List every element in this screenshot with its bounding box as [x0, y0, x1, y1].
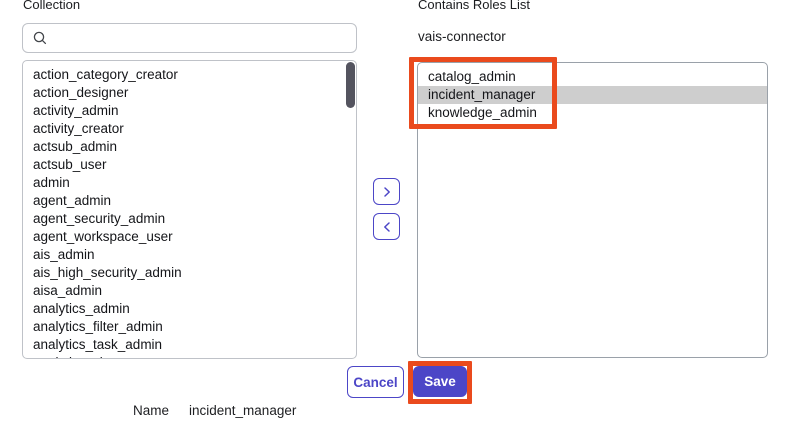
move-right-button[interactable] [373, 178, 400, 205]
list-item[interactable]: ais_high_security_admin [33, 265, 182, 280]
cancel-button[interactable]: Cancel [347, 366, 404, 398]
list-item[interactable]: analytics_admin [33, 301, 130, 316]
list-item[interactable]: incident_manager [418, 86, 767, 104]
collection-label: Collection [23, 0, 81, 12]
list-item[interactable]: activity_creator [33, 121, 124, 136]
list-item[interactable]: analytics_task_admin [33, 337, 163, 352]
chevron-right-icon [383, 186, 390, 197]
collection-search[interactable] [22, 23, 357, 53]
list-item[interactable]: knowledge_admin [428, 105, 537, 120]
name-label: Name [133, 403, 170, 418]
list-item[interactable]: agent_security_admin [33, 211, 166, 226]
list-item[interactable]: actsub_user [33, 157, 107, 172]
name-row: Name incident_manager [133, 403, 296, 418]
list-item[interactable]: action_designer [33, 85, 129, 100]
save-button[interactable]: Save [413, 366, 467, 397]
search-icon [33, 31, 47, 45]
list-item[interactable]: agent_admin [33, 193, 112, 208]
list-item[interactable]: analytics_filter_admin [33, 319, 163, 334]
name-value: incident_manager [189, 403, 297, 418]
list-item[interactable]: agent_workspace_user [33, 229, 173, 244]
scrollbar-thumb[interactable] [346, 62, 355, 108]
role-group-name: vais-connector [418, 29, 506, 44]
list-item[interactable]: aisa_admin [33, 283, 103, 298]
search-input[interactable] [48, 24, 356, 52]
list-item[interactable]: analytics_viewer [23, 354, 356, 358]
contains-roles-label: Contains Roles List [418, 0, 530, 12]
list-item[interactable]: catalog_admin [428, 69, 516, 84]
list-item[interactable]: ais_admin [33, 247, 95, 262]
list-item[interactable]: admin [33, 175, 70, 190]
list-item[interactable]: activity_admin [33, 103, 119, 118]
list-item[interactable]: action_category_creator [33, 67, 178, 82]
list-item[interactable]: actsub_admin [33, 139, 118, 154]
move-left-button[interactable] [373, 213, 400, 240]
chevron-left-icon [383, 221, 390, 232]
